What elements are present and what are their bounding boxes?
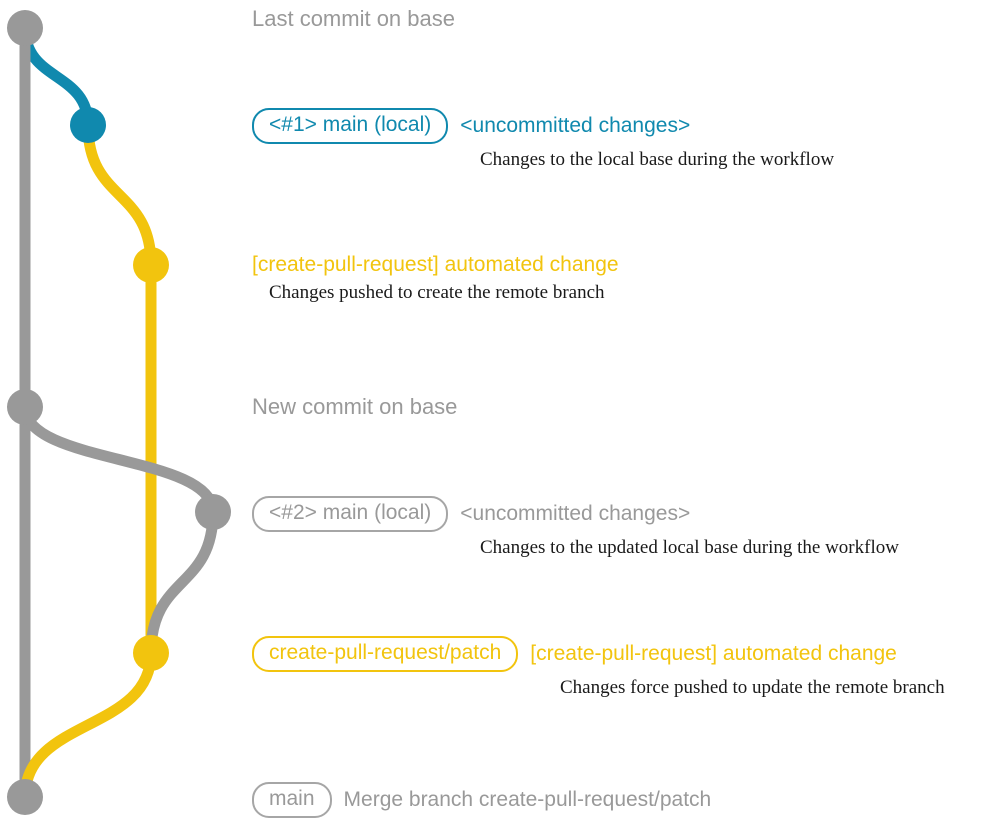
commit-description: Changes to the updated local base during…	[480, 537, 899, 558]
graph-edge	[19, 647, 157, 803]
commit-row-line: create-pull-request/patch [create-pull-re…	[252, 636, 945, 672]
branch-badge[interactable]: main	[252, 782, 332, 818]
commit-row-line: main Merge branch create-pull-request/pat…	[252, 782, 711, 818]
commit-row: <#2> main (local) <uncommitted changes> Ch…	[252, 496, 899, 559]
commit-node[interactable]	[7, 779, 43, 815]
commit-subject: [create-pull-request] automated change	[530, 642, 897, 665]
branch-badge[interactable]: <#2> main (local)	[252, 496, 449, 532]
commit-row: Last commit on base	[252, 6, 455, 32]
commit-row-line: [create-pull-request] automated change	[252, 253, 619, 277]
commit-description: Changes to the local base during the wor…	[480, 149, 835, 170]
graph-edge	[82, 119, 157, 271]
commit-node[interactable]	[133, 635, 169, 671]
commit-subject: <uncommitted changes>	[460, 502, 691, 525]
commit-row: create-pull-request/patch [create-pull-re…	[252, 636, 945, 699]
graph-heading: New commit on base	[252, 394, 458, 419]
graph-edge	[145, 506, 219, 659]
edge-layer	[19, 22, 219, 803]
graph-edge	[19, 401, 219, 518]
commit-row: main Merge branch create-pull-request/pat…	[252, 782, 711, 818]
commit-subject: <uncommitted changes>	[460, 114, 691, 137]
commit-node[interactable]	[195, 494, 231, 530]
commit-row: New commit on base	[252, 394, 457, 420]
commit-row: <#1> main (local) <uncommitted changes> Ch…	[252, 108, 834, 171]
commit-description: Changes pushed to create the remote bran…	[269, 282, 605, 303]
graph-heading: Last commit on base	[252, 6, 455, 31]
commit-subject: Merge branch create-pull-request/patch	[343, 788, 712, 811]
commit-node[interactable]	[7, 10, 43, 46]
commit-description: Changes force pushed to update the remot…	[560, 677, 945, 698]
branch-badge[interactable]: create-pull-request/patch	[252, 636, 519, 672]
commit-node[interactable]	[7, 389, 43, 425]
commit-subject: [create-pull-request] automated change	[252, 253, 619, 276]
commit-node[interactable]	[70, 107, 106, 143]
branch-badge[interactable]: <#1> main (local)	[252, 108, 449, 144]
commit-row-line: <#2> main (local) <uncommitted changes>	[252, 496, 899, 532]
commit-node[interactable]	[133, 247, 169, 283]
commit-row-line: <#1> main (local) <uncommitted changes>	[252, 108, 834, 144]
node-layer	[7, 10, 231, 815]
